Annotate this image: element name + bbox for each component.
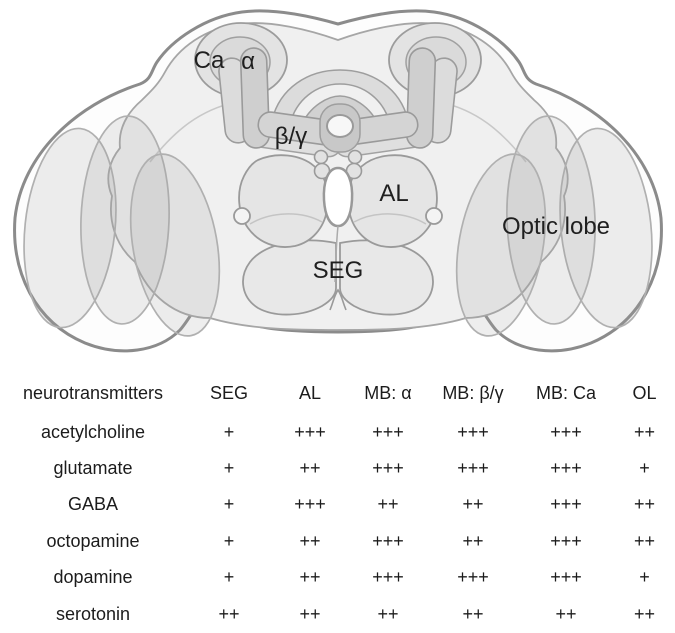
table-row: GABA+++++++++++++ xyxy=(0,487,675,523)
value-cell: ++ xyxy=(633,603,656,624)
optic-lobe-right xyxy=(455,115,653,337)
value-cell: +++ xyxy=(294,494,326,515)
lateral-circle-left xyxy=(233,207,251,225)
value-cell: +++ xyxy=(550,494,582,515)
table-row: glutamate+++++++++++++ xyxy=(0,450,675,486)
value-cell: ++ xyxy=(555,603,577,624)
column-header: SEG xyxy=(209,382,248,403)
value-cell: ++ xyxy=(299,458,321,479)
value-cell: + xyxy=(639,458,650,479)
midline-seam xyxy=(334,225,339,283)
row-label: glutamate xyxy=(53,458,133,479)
value-cell: +++ xyxy=(457,567,489,588)
antennal-lobe-right xyxy=(347,154,438,248)
value-cell: +++ xyxy=(372,567,404,588)
value-cell: ++ xyxy=(633,421,656,442)
brain-svg: Ca α β/γ AL SEG Optic lobe xyxy=(13,9,663,353)
esophagus-tube xyxy=(322,166,354,228)
row-label: GABA xyxy=(67,494,119,515)
brain-diagram: Ca α β/γ AL SEG Optic lobe xyxy=(13,9,663,353)
value-cell: +++ xyxy=(457,421,489,442)
label-optic-lobe: Optic lobe xyxy=(502,213,610,240)
value-cell: ++ xyxy=(299,603,321,624)
row-label: acetylcholine xyxy=(40,421,146,442)
value-cell: + xyxy=(223,458,235,479)
label-seg: SEG xyxy=(313,257,364,284)
column-header: MB: β/γ xyxy=(442,382,504,403)
value-cell: +++ xyxy=(372,530,404,551)
value-cell: + xyxy=(223,530,235,551)
label-calyx: Ca xyxy=(194,47,225,74)
lateral-circle-right xyxy=(425,207,443,225)
value-cell: ++ xyxy=(377,494,399,515)
antennal-lobe-left xyxy=(238,154,329,248)
label-beta-gamma-lobe: β/γ xyxy=(275,123,307,150)
column-header: MB: Ca xyxy=(535,382,596,403)
value-cell: +++ xyxy=(550,530,582,551)
column-header: neurotransmitters xyxy=(22,382,164,403)
optic-lobe-left xyxy=(23,115,221,337)
value-cell: + xyxy=(223,421,235,442)
column-header: MB: α xyxy=(364,382,412,403)
table-row: serotonin ++ ++ ++ ++ ++ ++ xyxy=(0,596,675,632)
column-header: AL xyxy=(298,382,322,403)
value-cell: +++ xyxy=(457,458,489,479)
neurotransmitter-table: neurotransmitters SEG AL MB: α MB: β/γ MB: Ca… xyxy=(0,374,675,632)
value-cell: +++ xyxy=(294,421,326,442)
value-cell: +++ xyxy=(372,421,404,442)
column-header: OL xyxy=(632,382,657,403)
value-cell: ++ xyxy=(462,494,484,515)
value-cell: + xyxy=(223,567,235,588)
table-body: acetylcholine+++++++++++++++glutamate+++… xyxy=(0,414,675,632)
row-label: serotonin xyxy=(55,603,131,624)
value-cell: ++ xyxy=(462,603,484,624)
value-cell: ++ xyxy=(633,494,656,515)
mushroom-body-left xyxy=(194,22,343,158)
value-cell: ++ xyxy=(377,603,399,624)
label-alpha-lobe: α xyxy=(241,48,255,75)
value-cell: ++ xyxy=(299,530,321,551)
value-cell: ++ xyxy=(299,567,321,588)
value-cell: +++ xyxy=(550,421,582,442)
value-cell: +++ xyxy=(372,458,404,479)
table-row: dopamine+++++++++++++ xyxy=(0,560,675,596)
value-cell: +++ xyxy=(550,567,582,588)
row-label: dopamine xyxy=(53,567,133,588)
seg-lobes xyxy=(242,239,434,316)
label-antennal-lobe: AL xyxy=(379,180,408,207)
value-cell: ++ xyxy=(462,530,484,551)
table-row: octopamine+++++++++++++ xyxy=(0,523,675,559)
table-row: acetylcholine+++++++++++++++ xyxy=(0,414,675,450)
row-label: octopamine xyxy=(46,530,140,551)
value-cell: + xyxy=(223,494,235,515)
value-cell: ++ xyxy=(633,530,656,551)
ellipsoid-body xyxy=(326,114,354,138)
value-cell: +++ xyxy=(550,458,582,479)
value-cell: ++ xyxy=(218,603,240,624)
table-header-row: neurotransmitters SEG AL MB: α MB: β/γ MB: Ca… xyxy=(0,374,675,412)
value-cell: + xyxy=(639,567,650,588)
